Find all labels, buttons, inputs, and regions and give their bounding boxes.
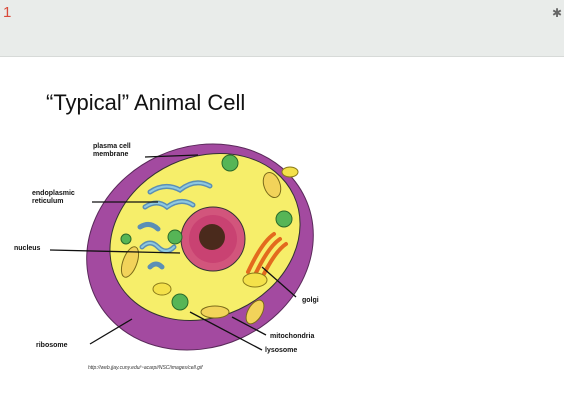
- label-mitochondria: mitochondria: [270, 333, 314, 341]
- slide-header-bar: 1 ✱: [0, 0, 564, 57]
- label-lysosome: lysosome: [265, 347, 297, 355]
- slide-canvas: “Typical” Animal Cell: [0, 57, 564, 396]
- label-ribosome: ribosome: [36, 342, 68, 350]
- label-golgi: golgi: [302, 297, 319, 305]
- slide-number: 1: [3, 4, 11, 21]
- label-plasma-membrane: plasma cell membrane: [93, 143, 131, 159]
- cell-illustration: [0, 57, 564, 396]
- source-url[interactable]: http://web.jjay.cuny.edu/~acarpi/NSC/ima…: [88, 365, 202, 371]
- star-icon[interactable]: ✱: [552, 6, 562, 20]
- nucleolus: [199, 224, 225, 250]
- label-nucleus: nucleus: [14, 245, 40, 253]
- label-endoplasmic-reticulum: endoplasmic reticulum: [32, 190, 75, 206]
